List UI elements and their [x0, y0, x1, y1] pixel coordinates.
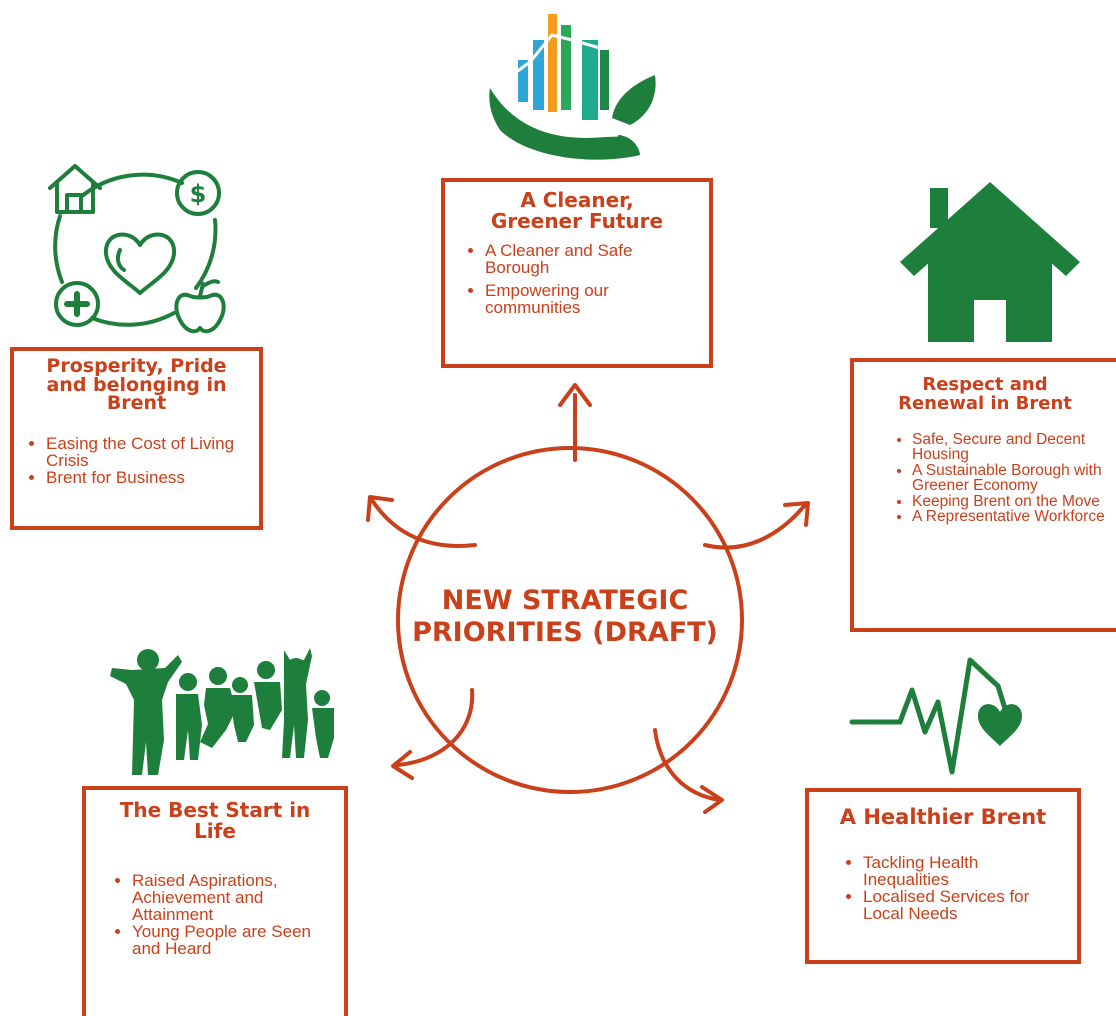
arrow-upper-left: [370, 498, 477, 548]
title-line: Greener Future: [490, 209, 664, 233]
list-item: Tackling Health Inequalities: [863, 854, 1067, 888]
title-line: The Best Start in: [119, 798, 311, 822]
arrow-upper-right: [703, 503, 807, 550]
arrow-lower-right: [653, 728, 722, 802]
priority-box-prosperity: Prosperity, Pride and belonging in Brent…: [10, 347, 263, 530]
list-item: Keeping Brent on the Move: [912, 494, 1108, 510]
list-item: A Cleaner and Safe Borough: [485, 242, 699, 276]
list-item: Raised Aspirations, Achievement and Atta…: [132, 872, 334, 923]
center-title-line2: PRIORITIES (DRAFT): [412, 617, 718, 649]
priority-box-healthier: A Healthier Brent Tackling Health Inequa…: [805, 788, 1081, 964]
arrow-up-head: [558, 383, 592, 407]
priority-title: Prosperity, Pride and belonging in Brent: [22, 357, 251, 413]
priority-title: A Healthier Brent: [819, 806, 1067, 828]
list-item: Empowering our communities: [485, 282, 699, 316]
list-item: A Representative Workforce: [912, 509, 1108, 525]
title-line: and belonging in: [46, 373, 227, 396]
dollar-sign-glyph: $: [190, 180, 207, 208]
priority-title: A Cleaner, Greener Future: [455, 190, 699, 232]
arrow-upper-right-head: [783, 501, 810, 527]
list-item: Localised Services for Local Needs: [863, 888, 1067, 922]
priority-box-respect-renewal: Respect and Renewal in Brent Safe, Secur…: [850, 358, 1116, 632]
priority-title: The Best Start in Life: [96, 800, 334, 842]
title-line: A Healthier Brent: [839, 805, 1047, 829]
arrow-lower-left: [396, 688, 475, 767]
arrow-upper-left-head: [366, 495, 394, 522]
title-line: Life: [194, 819, 236, 843]
list-item: A Sustainable Borough with Greener Econo…: [912, 463, 1108, 494]
title-line: Prosperity, Pride: [46, 355, 227, 377]
list-item: Young People are Seen and Heard: [132, 923, 334, 957]
center-title-line1: NEW STRATEGIC: [441, 585, 689, 616]
priority-box-best-start: The Best Start in Life Raised Aspiration…: [82, 786, 348, 1016]
list-item: Brent for Business: [46, 469, 251, 486]
priority-title: Respect and Renewal in Brent: [862, 374, 1108, 414]
title-line: Brent: [106, 392, 167, 415]
list-item: Safe, Secure and Decent Housing: [912, 432, 1108, 463]
arrow-lower-left-head: [391, 750, 414, 780]
arrow-lower-right-head: [700, 785, 724, 814]
center-circle: [396, 446, 744, 794]
title-line: Respect and: [922, 374, 1048, 395]
title-line: A Cleaner,: [520, 188, 634, 212]
priority-box-cleaner-greener: A Cleaner, Greener Future A Cleaner and …: [441, 178, 713, 368]
list-item: Easing the Cost of Living Crisis: [46, 435, 251, 469]
center-title: NEW STRATEGIC PRIORITIES (DRAFT): [395, 585, 735, 650]
title-line: Renewal in Brent: [898, 392, 1072, 414]
